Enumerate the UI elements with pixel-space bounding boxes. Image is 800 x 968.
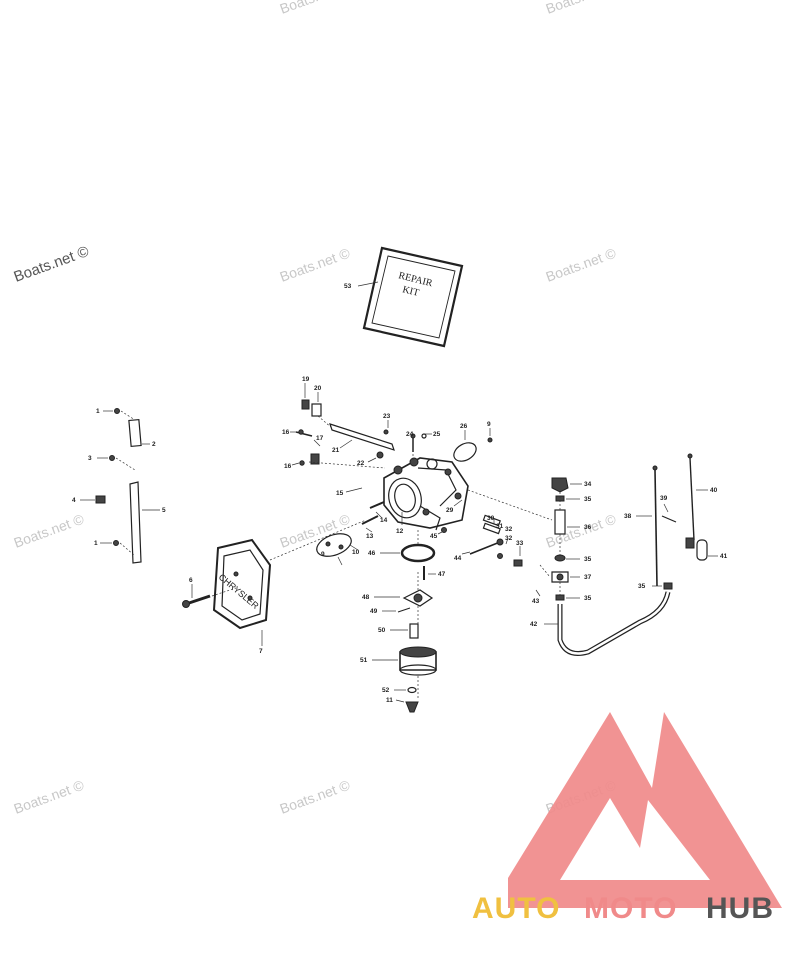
callout-22: 22 <box>357 460 365 467</box>
callout-34: 34 <box>584 481 592 488</box>
carb-top-parts: 24 25 26 9 <box>406 421 493 462</box>
triangle-icon <box>508 712 782 908</box>
float-bowl-assembly: 46 47 48 49 50 51 52 11 <box>360 530 446 713</box>
callout-52: 52 <box>382 687 390 694</box>
callout-5: 5 <box>162 507 166 514</box>
callout-2: 2 <box>152 441 156 448</box>
callout-7: 7 <box>259 648 263 655</box>
callout-35: 35 <box>584 496 592 503</box>
watermark: Boats.net © <box>278 776 353 816</box>
callout-24: 24 <box>406 431 414 438</box>
callout-43: 43 <box>532 598 540 605</box>
watermark: Boats.net © <box>12 510 87 550</box>
callout-13: 13 <box>366 533 374 540</box>
callout-16: 16 <box>284 463 292 470</box>
callout-35: 35 <box>584 556 592 563</box>
callout-36: 36 <box>584 524 592 531</box>
logo-text-moto: MOTO <box>584 892 677 925</box>
callout-6: 6 <box>189 577 193 584</box>
callout-1: 1 <box>94 540 98 547</box>
callout-3: 3 <box>88 455 92 462</box>
callout-51: 51 <box>360 657 368 664</box>
callout-42: 42 <box>530 621 538 628</box>
callout-37: 37 <box>584 574 592 581</box>
callout-9: 9 <box>321 551 325 558</box>
callout-41: 41 <box>720 553 728 560</box>
callout-26: 26 <box>460 423 468 430</box>
callout-21: 21 <box>332 447 340 454</box>
watermark: Boats.net © <box>278 244 353 284</box>
callout-14: 14 <box>380 517 388 524</box>
callout-31: 31 <box>496 523 504 530</box>
callout-46: 46 <box>368 550 376 557</box>
callout-39: 39 <box>660 495 668 502</box>
callout-20: 20 <box>314 385 322 392</box>
watermarks: Boats.net © Boats.net © Boats.net © Boat… <box>12 0 619 817</box>
callout-48: 48 <box>362 594 370 601</box>
fuel-hose: 42 35 <box>530 582 673 656</box>
watermark: Boats.net © <box>12 243 92 286</box>
watermark: Boats.net © <box>544 244 619 284</box>
callout-49: 49 <box>370 608 378 615</box>
linkage-left: 1 2 3 4 5 1 <box>72 408 166 564</box>
carburetor-body: 12 <box>383 457 469 535</box>
callout-19: 19 <box>302 376 310 383</box>
repair-kit-label: KIT <box>401 284 420 299</box>
callout-35: 35 <box>638 583 646 590</box>
callout-1: 1 <box>96 408 100 415</box>
throttle-linkage: 19 20 16 17 16 21 22 23 <box>282 376 395 470</box>
callout-47: 47 <box>438 571 446 578</box>
callout-23: 23 <box>383 413 391 420</box>
callout-38: 38 <box>624 513 632 520</box>
callout-9: 9 <box>487 421 491 428</box>
callout-10: 10 <box>352 549 360 556</box>
callout-50: 50 <box>378 627 386 634</box>
logo-text-hub: HUB <box>706 892 774 925</box>
callout-15: 15 <box>336 490 344 497</box>
callout-45: 45 <box>430 533 438 540</box>
callout-12: 12 <box>396 528 404 535</box>
callout-53: 53 <box>344 283 352 290</box>
callout-16: 16 <box>282 429 290 436</box>
right-rods: 38 39 40 41 <box>624 453 728 587</box>
callout-32: 32 <box>505 526 513 533</box>
fuel-fitting-stack: 34 35 36 35 37 35 43 <box>532 477 592 605</box>
callout-33: 33 <box>516 540 524 547</box>
callout-40: 40 <box>710 487 718 494</box>
watermark: Boats.net © <box>544 0 619 17</box>
callout-35: 35 <box>584 595 592 602</box>
callout-30: 30 <box>487 515 495 522</box>
watermark: Boats.net © <box>12 776 87 816</box>
logo-text-auto: AUTO <box>472 892 560 925</box>
repair-kit-box: REPAIR KIT 53 <box>344 246 464 348</box>
callout-11: 11 <box>386 697 393 704</box>
silencer-cover: CHRYSLER 6 7 <box>182 538 272 655</box>
carb-hardware-left: 13 14 15 <box>336 487 388 540</box>
callout-17: 17 <box>316 435 324 442</box>
automotohub-logo: AUTO MOTO HUB <box>472 712 782 925</box>
callout-25: 25 <box>433 431 441 438</box>
callout-32: 32 <box>505 535 513 542</box>
callout-44: 44 <box>454 555 462 562</box>
callout-4: 4 <box>72 497 76 504</box>
watermark: Boats.net © <box>278 0 353 17</box>
callout-29: 29 <box>446 507 454 514</box>
gasket-left: 9 10 <box>269 519 367 566</box>
carb-right-parts: 29 30 31 32 32 33 45 44 <box>430 489 553 567</box>
